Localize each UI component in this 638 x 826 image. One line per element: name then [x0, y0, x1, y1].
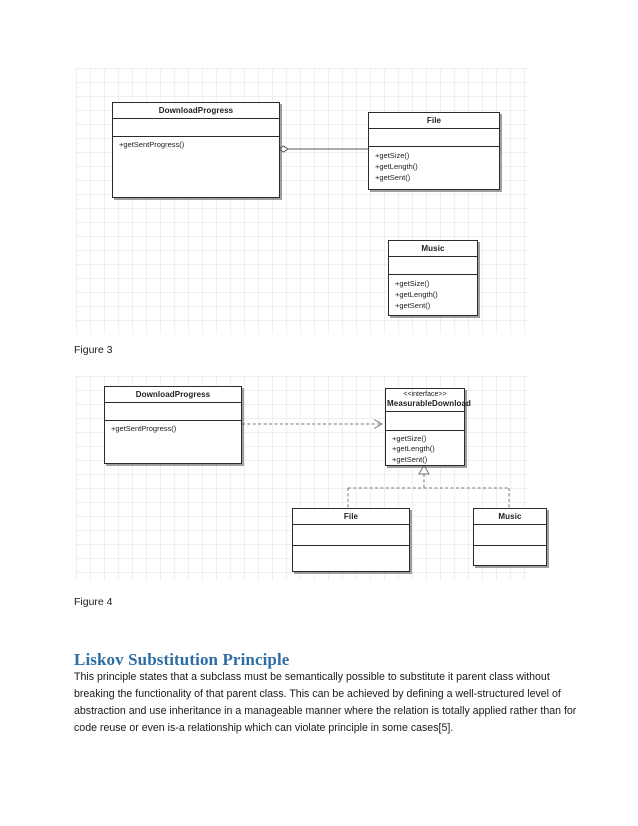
uml-attributes-compartment: [389, 257, 477, 276]
hollow-diamond-icon: [278, 145, 289, 153]
uml-operations-compartment: +getSize() +getLength() +getSent(): [389, 275, 477, 315]
figure-3-diagram-canvas: DownloadProgress +getSentProgress() File…: [76, 68, 528, 334]
uml-class-downloadprogress[interactable]: DownloadProgress +getSentProgress(): [104, 386, 242, 464]
open-arrow-icon: [373, 419, 384, 429]
uml-class-name: File: [293, 509, 409, 526]
uml-operation: +getSent(): [395, 300, 431, 310]
uml-class-file[interactable]: File +getSize() +getLength() +getSent(): [368, 112, 500, 190]
uml-interface-measurabledownload[interactable]: <<interface>> MeasurableDownload +getSiz…: [385, 388, 471, 469]
uml-class-name: Music: [474, 509, 546, 526]
uml-operation: +getSize(): [392, 433, 427, 443]
uml-attributes-compartment: [474, 525, 546, 547]
uml-operations-compartment: +getSentProgress(): [105, 421, 241, 463]
uml-operation: +getSize(): [395, 279, 430, 289]
uml-stereotype: <<interface>>: [403, 391, 447, 398]
page-title: Liskov Substitution Principle: [74, 650, 290, 670]
uml-class-name: Music: [389, 241, 477, 258]
uml-interface-name: MeasurableDownload: [387, 399, 472, 409]
uml-attributes-compartment: [293, 525, 409, 547]
uml-class-name: DownloadProgress: [105, 387, 241, 404]
uml-operations-compartment: +getSize() +getLength() +getSent(): [386, 431, 464, 469]
uml-class-music[interactable]: Music: [473, 508, 547, 566]
uml-attributes-compartment: [105, 403, 241, 422]
uml-class-downloadprogress[interactable]: DownloadProgress +getSentProgress(): [112, 102, 280, 198]
uml-operation: +getLength(): [395, 290, 438, 300]
uml-class-name: DownloadProgress: [113, 103, 279, 120]
body-paragraph: This principle states that a subclass mu…: [74, 670, 577, 735]
uml-operation: +getSent(): [392, 454, 428, 464]
uml-operation: +getLength(): [375, 162, 418, 172]
uml-class-file[interactable]: File: [292, 508, 410, 572]
figure-4-connectors: [242, 419, 510, 508]
uml-class-music[interactable]: Music +getSize() +getLength() +getSent(): [388, 240, 478, 316]
uml-attributes-compartment: [113, 119, 279, 138]
uml-attributes-compartment: [369, 129, 499, 148]
uml-operations-compartment: [293, 546, 409, 571]
uml-class-name: File: [369, 113, 499, 130]
figure-4-caption: Figure 4: [74, 596, 113, 608]
uml-class-name: <<interface>> MeasurableDownload: [386, 389, 471, 412]
uml-operation: +getSentProgress(): [119, 140, 185, 150]
uml-attributes-compartment: [386, 412, 464, 431]
uml-operation: +getLength(): [392, 444, 435, 454]
uml-operations-compartment: +getSentProgress(): [113, 137, 279, 197]
figure-4-diagram-canvas: DownloadProgress +getSentProgress() <<in…: [76, 376, 547, 580]
uml-operation: +getSize(): [375, 151, 410, 161]
figure-3-connectors: [278, 145, 368, 153]
uml-operations-compartment: [474, 546, 546, 565]
figure-3-caption: Figure 3: [74, 344, 113, 356]
uml-operation: +getSent(): [375, 172, 411, 182]
uml-operations-compartment: +getSize() +getLength() +getSent(): [369, 147, 499, 189]
uml-operation: +getSentProgress(): [111, 424, 177, 434]
